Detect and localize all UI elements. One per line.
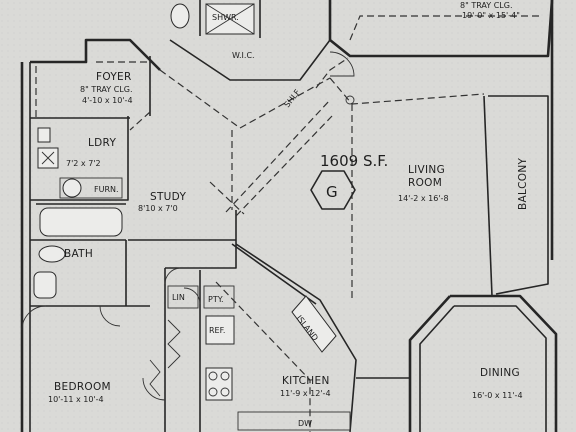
bath-toilet-icon (38, 245, 66, 263)
bathtub-icon (39, 207, 123, 237)
kitchen-name: KITCHEN (282, 375, 330, 387)
unit-badge-letter: G (326, 183, 338, 201)
wic-name: W.I.C. (232, 51, 255, 60)
ceiling-lines (35, 15, 540, 432)
dining-dims: 16'-0 x 11'-4 (472, 391, 523, 400)
pantry-label: PTY. (208, 295, 224, 304)
walls (20, 0, 558, 432)
bath-name: BATH (64, 248, 93, 260)
furnace-name: FURN. (94, 185, 119, 194)
door-swings (21, 51, 355, 401)
laundry-dims: 7'2 x 7'2 (66, 159, 101, 168)
living-room-name: LIVING (408, 164, 445, 176)
kitchen-dims: 11'-9 x 12'-4 (280, 389, 331, 398)
dining-name: DINING (480, 367, 520, 379)
fixtures (33, 3, 356, 431)
master-note: 8" TRAY CLG. (460, 1, 513, 10)
refrigerator-icon (205, 315, 235, 345)
labels: 1609 S.F. G LIVING ROOM 14'-2 x 16'-8 BA… (48, 1, 529, 428)
study-name: STUDY (150, 191, 186, 203)
foyer-dims: 4'-10 x 10'-4 (82, 96, 133, 105)
bedroom-name: BEDROOM (54, 381, 111, 393)
living-room-name-2: ROOM (408, 177, 442, 189)
island-icon (291, 295, 337, 353)
bath-sink-icon (33, 271, 57, 299)
furnace-icon (62, 178, 82, 198)
master-dims: 19'-0" x 15'-4" (462, 11, 520, 20)
dryer-icon (37, 127, 51, 143)
foyer-note: 8" TRAY CLG. (80, 85, 133, 94)
study-dims: 8'10 x 7'0 (138, 204, 178, 213)
refrigerator-label: REF. (209, 326, 225, 335)
living-room-dims: 14'-2 x 16'-8 (398, 194, 449, 203)
toilet-icon (170, 3, 190, 29)
area-label: 1609 S.F. (320, 152, 388, 170)
balcony-name: BALCONY (517, 158, 529, 210)
laundry-name: LDRY (88, 137, 116, 149)
range-icon (205, 367, 233, 401)
foyer-name: FOYER (96, 71, 132, 83)
shower-label: SHWR. (212, 13, 239, 22)
unit-badge-hexagon (310, 170, 356, 210)
linen-label: LIN (172, 293, 185, 302)
dishwasher-label: DW (298, 419, 312, 428)
bedroom-dims: 10'-11 x 10'-4 (48, 395, 104, 404)
